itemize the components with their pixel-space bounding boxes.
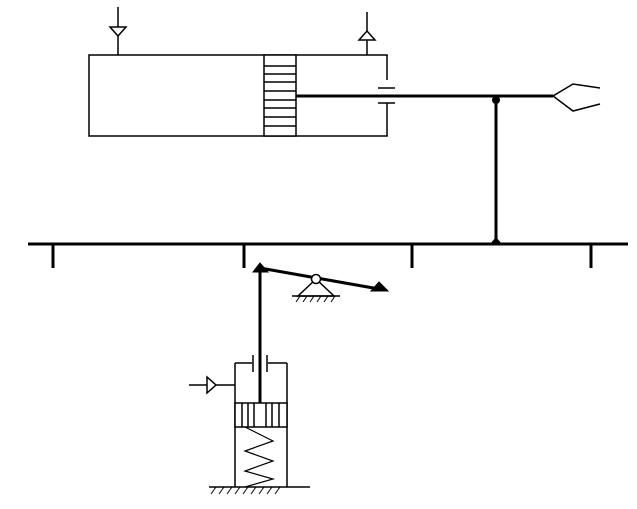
lower-ground — [209, 486, 310, 495]
gripper-jaw — [551, 83, 601, 112]
horizontal-rail — [28, 242, 628, 268]
post-top-joint — [492, 96, 500, 104]
upper-piston — [263, 54, 297, 137]
lever-arm — [251, 262, 390, 303]
upper-exhaust-port — [357, 12, 377, 55]
lever-pivot — [292, 273, 340, 303]
pivot-ground-hatch — [295, 295, 336, 303]
lower-inlet-port — [189, 375, 235, 395]
lower-spring — [243, 426, 276, 488]
lever-right-tip — [369, 281, 390, 292]
lower-piston — [234, 402, 288, 428]
lower-cylinder — [234, 355, 288, 488]
upper-inlet-port — [108, 7, 128, 55]
post-bottom-joint — [490, 237, 502, 244]
